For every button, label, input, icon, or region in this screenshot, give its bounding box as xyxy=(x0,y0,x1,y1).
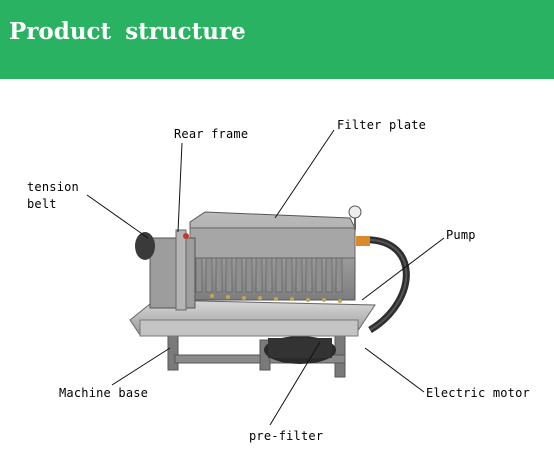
label-pre-filter: pre-filter xyxy=(249,429,324,443)
filter-plate-stack xyxy=(189,211,356,303)
tension-belt-wheel xyxy=(135,232,189,260)
label-machine-base: Machine base xyxy=(59,386,149,400)
label-rear-frame: Rear frame xyxy=(174,127,249,141)
label-filter-plate: Filter plate xyxy=(337,118,427,132)
label-electric-motor: Electric motor xyxy=(426,386,530,400)
pump-hose xyxy=(356,236,410,333)
electric-motor xyxy=(264,336,336,364)
rear-frame xyxy=(149,229,196,311)
label-tension: tension xyxy=(27,180,79,194)
pre-filter-tray xyxy=(129,299,376,337)
leader-lines xyxy=(86,129,445,426)
label-belt: belt xyxy=(27,197,57,211)
pressure-gauge xyxy=(348,205,362,230)
machine-base xyxy=(167,331,346,378)
page-title: Product structure xyxy=(9,18,246,45)
header-banner: Product structure xyxy=(0,0,554,79)
label-pump: Pump xyxy=(446,228,476,242)
